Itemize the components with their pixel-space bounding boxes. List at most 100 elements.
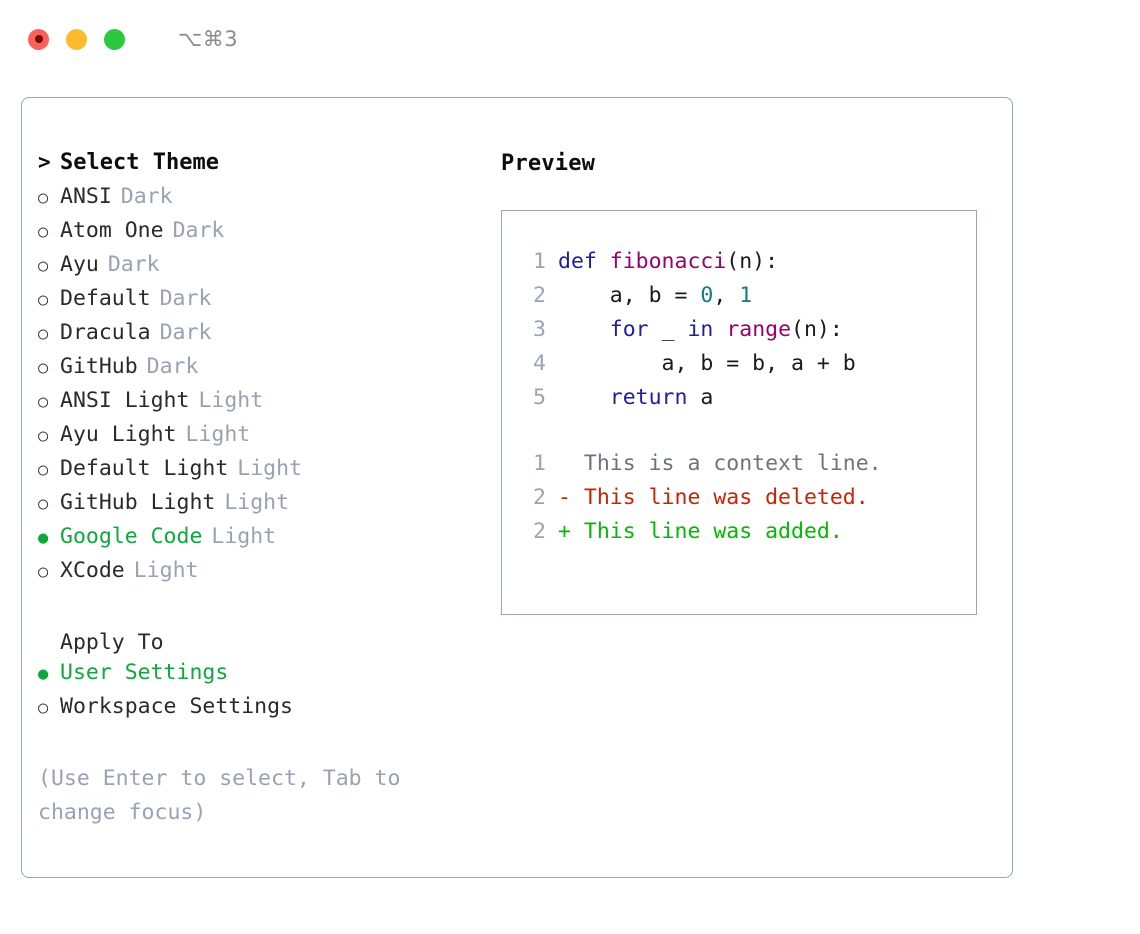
theme-name: Atom One <box>60 218 164 243</box>
apply-to-list[interactable]: ● User Settings ○ Workspace Settings <box>38 660 498 728</box>
apply-to-label-text: User Settings <box>60 660 229 685</box>
code-token: in <box>687 317 714 342</box>
diff-sample: 1 This is a context line.2- This line wa… <box>518 451 976 553</box>
theme-variant-badge: Dark <box>159 286 212 311</box>
preview-box: 1 def fibonacci(n): 2 a, b = 0, 1 3 for _ i… <box>501 210 977 615</box>
code-token: 0 <box>700 283 714 308</box>
diff-line: 2 - This line was deleted. <box>518 485 976 519</box>
list-spacer <box>38 592 498 626</box>
theme-name: ANSI Light <box>60 388 190 413</box>
theme-variant-badge: Light <box>211 524 277 549</box>
theme-list-item[interactable]: ○ XCode Light <box>38 558 498 592</box>
theme-variant-badge: Dark <box>120 184 173 209</box>
theme-variant-badge: Light <box>224 490 290 515</box>
code-text: def fibonacci(n): <box>558 249 778 274</box>
theme-picker-heading: > Select Theme <box>38 150 498 184</box>
radio-unselected-icon: ○ <box>38 494 49 514</box>
line-number: 3 <box>533 317 546 342</box>
line-number: 1 <box>533 451 546 476</box>
code-token: fibonacci <box>609 249 727 274</box>
theme-variant-badge: Dark <box>172 218 225 243</box>
theme-name: GitHub <box>60 354 138 379</box>
code-token <box>713 317 726 342</box>
code-token <box>558 385 610 410</box>
code-token: for <box>609 317 649 342</box>
prompt-caret-icon: > <box>38 150 51 174</box>
radio-unselected-icon: ○ <box>38 460 49 480</box>
code-token: a, b = <box>558 283 701 308</box>
theme-name: Ayu Light <box>60 422 177 447</box>
theme-name: Dracula <box>60 320 151 345</box>
line-number: 1 <box>533 249 546 274</box>
diff-text: This is a context line. <box>558 451 882 476</box>
close-button[interactable] <box>28 28 49 50</box>
maximize-button[interactable] <box>104 28 125 50</box>
keyboard-shortcut-label: ⌥⌘3 <box>178 27 239 51</box>
line-number: 2 <box>533 485 546 510</box>
radio-unselected-icon: ○ <box>38 358 49 378</box>
theme-variant-badge: Light <box>133 558 199 583</box>
code-token: 1 <box>739 283 753 308</box>
theme-variant-badge: Light <box>198 388 264 413</box>
code-text: return a <box>558 385 714 410</box>
code-line: 5 return a <box>518 385 976 419</box>
radio-selected-icon: ● <box>38 664 49 684</box>
code-token: range <box>726 317 792 342</box>
radio-unselected-icon: ○ <box>38 426 49 446</box>
diff-line: 1 This is a context line. <box>518 451 976 485</box>
theme-name: GitHub Light <box>60 490 216 515</box>
radio-unselected-icon: ○ <box>38 698 49 718</box>
code-text: for _ in range(n): <box>558 317 843 342</box>
diff-text: + This line was added. <box>558 519 843 544</box>
code-text: a, b = b, a + b <box>558 351 856 376</box>
theme-name: ANSI <box>60 184 112 209</box>
code-token: a <box>687 385 714 410</box>
theme-name: XCode <box>60 558 125 583</box>
preview-title: Preview <box>501 151 596 176</box>
theme-list-item[interactable]: ○ Default Light Light <box>38 456 498 490</box>
minimize-button[interactable] <box>66 28 87 50</box>
theme-name: Google Code <box>60 524 203 549</box>
radio-unselected-icon: ○ <box>38 562 49 582</box>
code-line: 3 for _ in range(n): <box>518 317 976 351</box>
theme-name: Default Light <box>60 456 229 481</box>
radio-unselected-icon: ○ <box>38 256 49 276</box>
code-line: 4 a, b = b, a + b <box>518 351 976 385</box>
theme-list-item[interactable]: ○ ANSI Light Light <box>38 388 498 422</box>
preview-panel: Preview 1 def fibonacci(n): 2 a, b = 0, 1 3… <box>501 150 991 615</box>
code-token <box>558 317 610 342</box>
line-number: 2 <box>533 519 546 544</box>
code-line: 1 def fibonacci(n): <box>518 249 976 283</box>
code-sample: 1 def fibonacci(n): 2 a, b = 0, 1 3 for _ i… <box>518 249 976 419</box>
title-bar: ⌥⌘3 <box>0 0 1140 78</box>
theme-variant-badge: Light <box>237 456 303 481</box>
code-text: a, b = 0, 1 <box>558 283 752 308</box>
radio-unselected-icon: ○ <box>38 392 49 412</box>
code-diff-separator <box>518 419 976 451</box>
code-token: , <box>713 283 740 308</box>
window-controls <box>28 28 125 50</box>
apply-to-option[interactable]: ● User Settings <box>38 660 498 694</box>
line-number: 2 <box>533 283 546 308</box>
theme-list-item[interactable]: ○ GitHub Light Light <box>38 490 498 524</box>
apply-to-option[interactable]: ○ Workspace Settings <box>38 694 498 728</box>
apply-to-label: Apply To <box>60 630 164 655</box>
theme-variant-badge: Dark <box>107 252 160 277</box>
theme-variant-badge: Dark <box>159 320 212 345</box>
code-token: _ <box>648 317 688 342</box>
code-token: (n): <box>791 317 843 342</box>
apply-to-label-text: Workspace Settings <box>60 694 293 719</box>
diff-text: - This line was deleted. <box>558 485 869 510</box>
